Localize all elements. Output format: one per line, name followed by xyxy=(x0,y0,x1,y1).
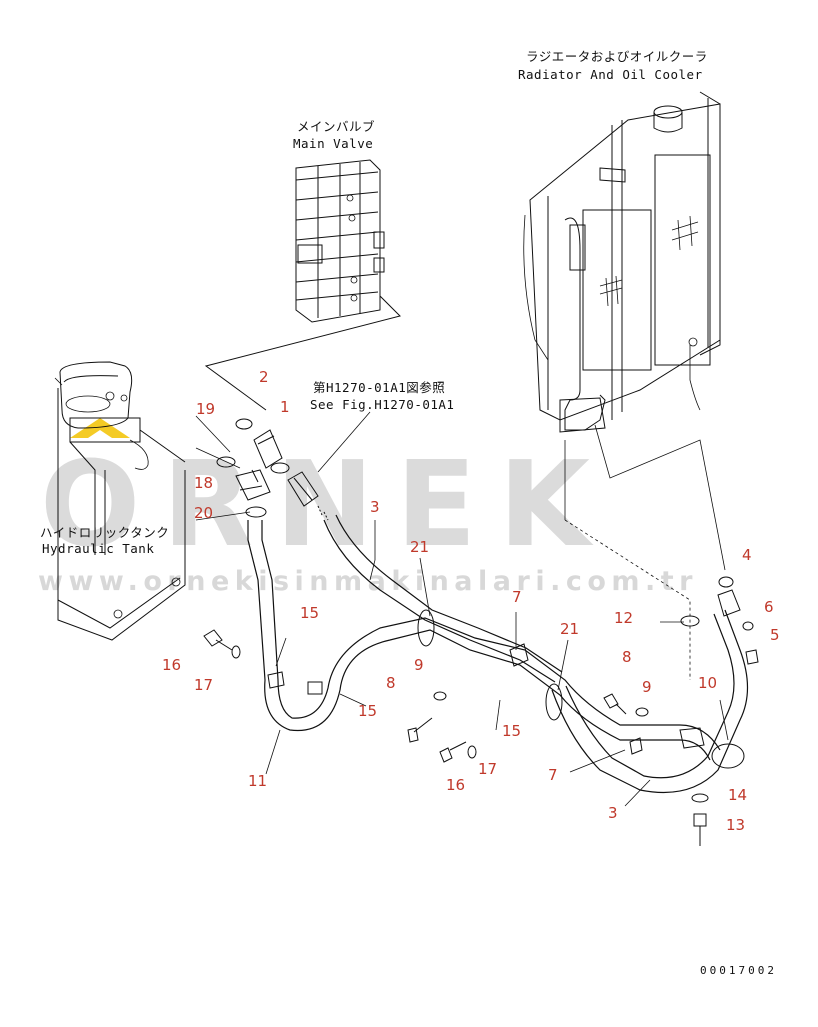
callout-14: 14 xyxy=(728,786,747,804)
callout-18: 18 xyxy=(194,474,213,492)
hoses-and-pipes xyxy=(247,514,749,794)
callout-9b: 9 xyxy=(642,678,652,696)
watermark-url: www.ornekisinmakinalari.com.tr xyxy=(38,566,698,597)
bolts-and-washers xyxy=(203,576,759,846)
callout-19: 19 xyxy=(196,400,215,418)
callout-4: 4 xyxy=(742,546,752,564)
callout-11: 11 xyxy=(248,772,267,790)
tank-caption-en: Hydraulic Tank xyxy=(42,541,154,556)
main-valve-caption-jp: メインバルブ xyxy=(297,119,375,134)
callout-21a: 21 xyxy=(410,538,429,556)
leader-lines xyxy=(265,520,729,807)
callout-17a: 17 xyxy=(194,676,213,694)
radiator-caption-jp: ラジエータおよびオイルクーラ xyxy=(526,49,708,64)
callout-8b: 8 xyxy=(622,648,632,666)
tank-caption-jp: ハイドロリックタンク xyxy=(40,525,169,540)
callout-3a: 3 xyxy=(370,498,380,516)
callout-13: 13 xyxy=(726,816,745,834)
callout-20: 20 xyxy=(194,504,213,522)
see-fig-caption-jp: 第H1270-01A1図参照 xyxy=(313,380,445,395)
callout-7b: 7 xyxy=(548,766,558,784)
reference-lines xyxy=(564,424,726,680)
callout-15c: 15 xyxy=(502,722,521,740)
callout-17b: 17 xyxy=(478,760,497,778)
callout-6: 6 xyxy=(764,598,774,616)
callout-12: 12 xyxy=(614,609,633,627)
callout-15b: 15 xyxy=(358,702,377,720)
main-valve-caption-en: Main Valve xyxy=(293,136,373,151)
radiator-caption-en: Radiator And Oil Cooler xyxy=(518,67,703,82)
main-valve xyxy=(204,159,401,411)
callout-5: 5 xyxy=(770,626,780,644)
callout-9a: 9 xyxy=(414,656,424,674)
watermark-brand: ORNEK xyxy=(40,435,612,573)
callout-15a: 15 xyxy=(300,604,319,622)
callout-1: 1 xyxy=(280,398,290,416)
radiator-oil-cooler xyxy=(523,91,721,433)
callout-labels: 1 2 3 3 4 5 6 7 7 8 8 9 9 10 11 12 13 14… xyxy=(162,368,780,834)
callout-8a: 8 xyxy=(386,674,396,692)
watermark-logo-accent xyxy=(70,418,130,438)
callout-10: 10 xyxy=(698,674,717,692)
drawing-number: 00017002 xyxy=(700,964,777,977)
watermark: ORNEK www.ornekisinmakinalari.com.tr xyxy=(38,418,698,597)
callout-16b: 16 xyxy=(446,776,465,794)
callout-3b: 3 xyxy=(608,804,618,822)
fittings xyxy=(195,415,329,521)
see-fig-caption-en: See Fig.H1270-01A1 xyxy=(310,397,454,412)
callout-7a: 7 xyxy=(512,588,522,606)
callout-16a: 16 xyxy=(162,656,181,674)
callout-21b: 21 xyxy=(560,620,579,638)
callout-2: 2 xyxy=(259,368,269,386)
hydraulic-tank xyxy=(54,361,186,641)
